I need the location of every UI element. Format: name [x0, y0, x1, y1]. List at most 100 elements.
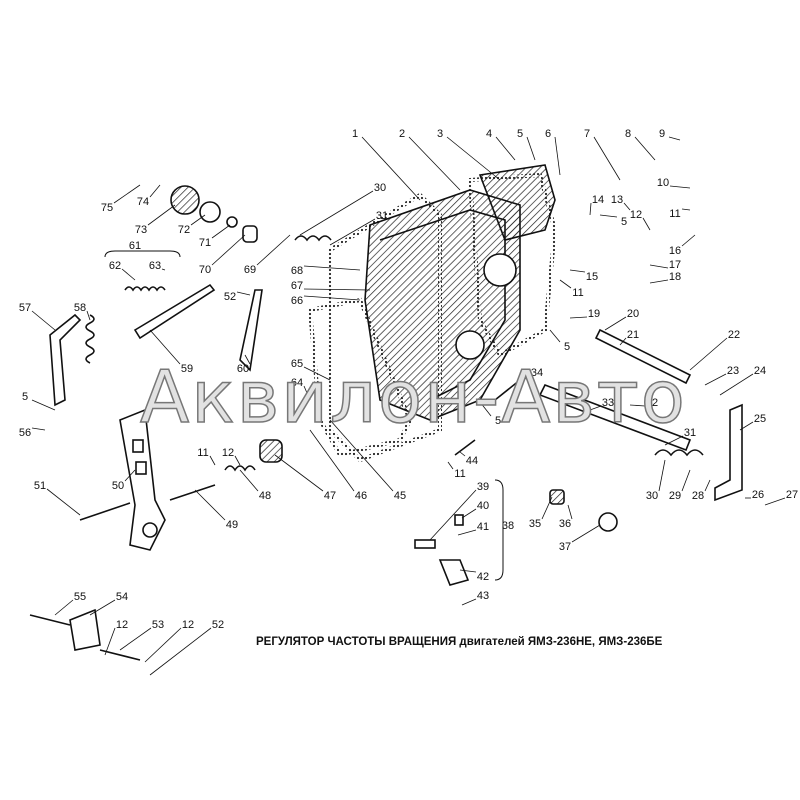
leader-line — [31, 427, 46, 431]
part-callout-5: 5 — [22, 391, 28, 403]
leader-line — [46, 488, 81, 516]
part-callout-66: 66 — [291, 295, 303, 307]
leader-line — [459, 569, 477, 573]
part-callout-28: 28 — [692, 490, 704, 502]
part-callout-5: 5 — [621, 216, 627, 228]
leader-line — [236, 291, 251, 296]
part-callout-1: 1 — [352, 128, 358, 140]
leader-line — [664, 435, 684, 446]
leader-line — [31, 310, 56, 331]
leader-line — [119, 627, 152, 651]
leader-line — [554, 136, 561, 176]
part-callout-39: 39 — [477, 481, 489, 493]
leader-line — [408, 136, 461, 191]
leader-line — [541, 496, 553, 520]
part-callout-17: 17 — [669, 259, 681, 271]
part-callout-35: 35 — [529, 518, 541, 530]
gasket-rear — [328, 192, 442, 463]
part-callout-46: 46 — [355, 490, 367, 502]
group-bracket-38 — [494, 479, 504, 581]
leader-line — [461, 598, 477, 606]
leader-line — [764, 497, 786, 506]
leader-line — [309, 429, 355, 492]
part-callout-5: 5 — [564, 341, 570, 353]
leader-line — [569, 269, 586, 273]
part-callout-72: 72 — [178, 224, 190, 236]
part-callout-64: 64 — [291, 377, 303, 389]
leader-line — [461, 508, 477, 519]
part-callout-12: 12 — [182, 619, 194, 631]
part-callout-63: 63 — [149, 260, 161, 272]
part-callout-27: 27 — [786, 489, 798, 501]
leader-line — [89, 599, 116, 616]
leader-line — [571, 524, 601, 543]
leader-line — [121, 268, 136, 281]
leader-line — [446, 136, 501, 181]
part-callout-5: 5 — [517, 128, 523, 140]
part-callout-33: 33 — [602, 397, 614, 409]
part-callout-13: 13 — [611, 194, 623, 206]
leader-line — [567, 504, 573, 520]
leader-line — [161, 268, 166, 271]
leader-line — [658, 459, 666, 492]
leader-line — [303, 288, 371, 291]
leader-line — [329, 419, 394, 492]
leader-line — [689, 337, 728, 371]
part-callout-73: 73 — [135, 224, 147, 236]
part-callout-43: 43 — [477, 590, 489, 602]
leader-line — [54, 599, 74, 616]
part-callout-12: 12 — [116, 619, 128, 631]
part-callout-58: 58 — [74, 302, 86, 314]
regulator-housing — [364, 189, 521, 421]
part-callout-11: 11 — [572, 287, 583, 299]
part-callout-37: 37 — [559, 541, 571, 553]
part-callout-12: 12 — [222, 447, 234, 459]
part-callout-67: 67 — [291, 280, 303, 292]
part-callout-74: 74 — [137, 196, 149, 208]
part-callout-32: 32 — [646, 397, 658, 409]
part-callout-49: 49 — [226, 519, 238, 531]
part-callout-29: 29 — [669, 490, 681, 502]
watermark: Аквилон-Авто — [139, 354, 687, 440]
part-callout-30: 30 — [374, 182, 386, 194]
leader-line — [244, 354, 251, 365]
leader-line — [149, 627, 212, 676]
front-cover — [478, 164, 556, 241]
leader-line — [479, 401, 492, 417]
leader-line — [649, 279, 669, 284]
leader-line — [104, 627, 116, 656]
leader-line — [113, 184, 141, 204]
part-callout-11: 11 — [454, 468, 465, 480]
part-callout-11: 11 — [197, 447, 208, 459]
part-callout-38: 38 — [502, 520, 514, 532]
leader-line — [649, 264, 669, 269]
part-callout-56: 56 — [19, 427, 31, 439]
leader-line — [681, 234, 696, 247]
leader-line — [459, 451, 466, 457]
leader-line — [549, 329, 561, 343]
leader-line — [211, 234, 246, 266]
part-callout-65: 65 — [291, 358, 303, 370]
part-callout-52: 52 — [212, 619, 224, 631]
leader-line — [211, 224, 231, 239]
part-callout-10: 10 — [657, 177, 669, 189]
leader-line — [495, 136, 516, 161]
leader-line — [629, 404, 646, 407]
part-callout-11: 11 — [669, 208, 680, 220]
leader-line — [144, 627, 182, 663]
diagram-caption: РЕГУЛЯТОР ЧАСТОТЫ ВРАЩЕНИЯ двигателей ЯМ… — [256, 636, 663, 648]
leader-line — [634, 136, 656, 161]
part-callout-40: 40 — [477, 500, 489, 512]
leader-line — [569, 316, 588, 319]
part-callout-55: 55 — [74, 591, 86, 603]
part-callout-50: 50 — [112, 480, 124, 492]
leader-line — [303, 366, 331, 381]
part-callout-41: 41 — [477, 521, 489, 533]
part-callout-18: 18 — [669, 271, 681, 283]
leader-line — [149, 329, 181, 365]
leader-line — [593, 136, 621, 181]
part-callout-54: 54 — [116, 591, 128, 603]
part-callout-52: 52 — [224, 291, 236, 303]
part-callout-20: 20 — [627, 308, 639, 320]
